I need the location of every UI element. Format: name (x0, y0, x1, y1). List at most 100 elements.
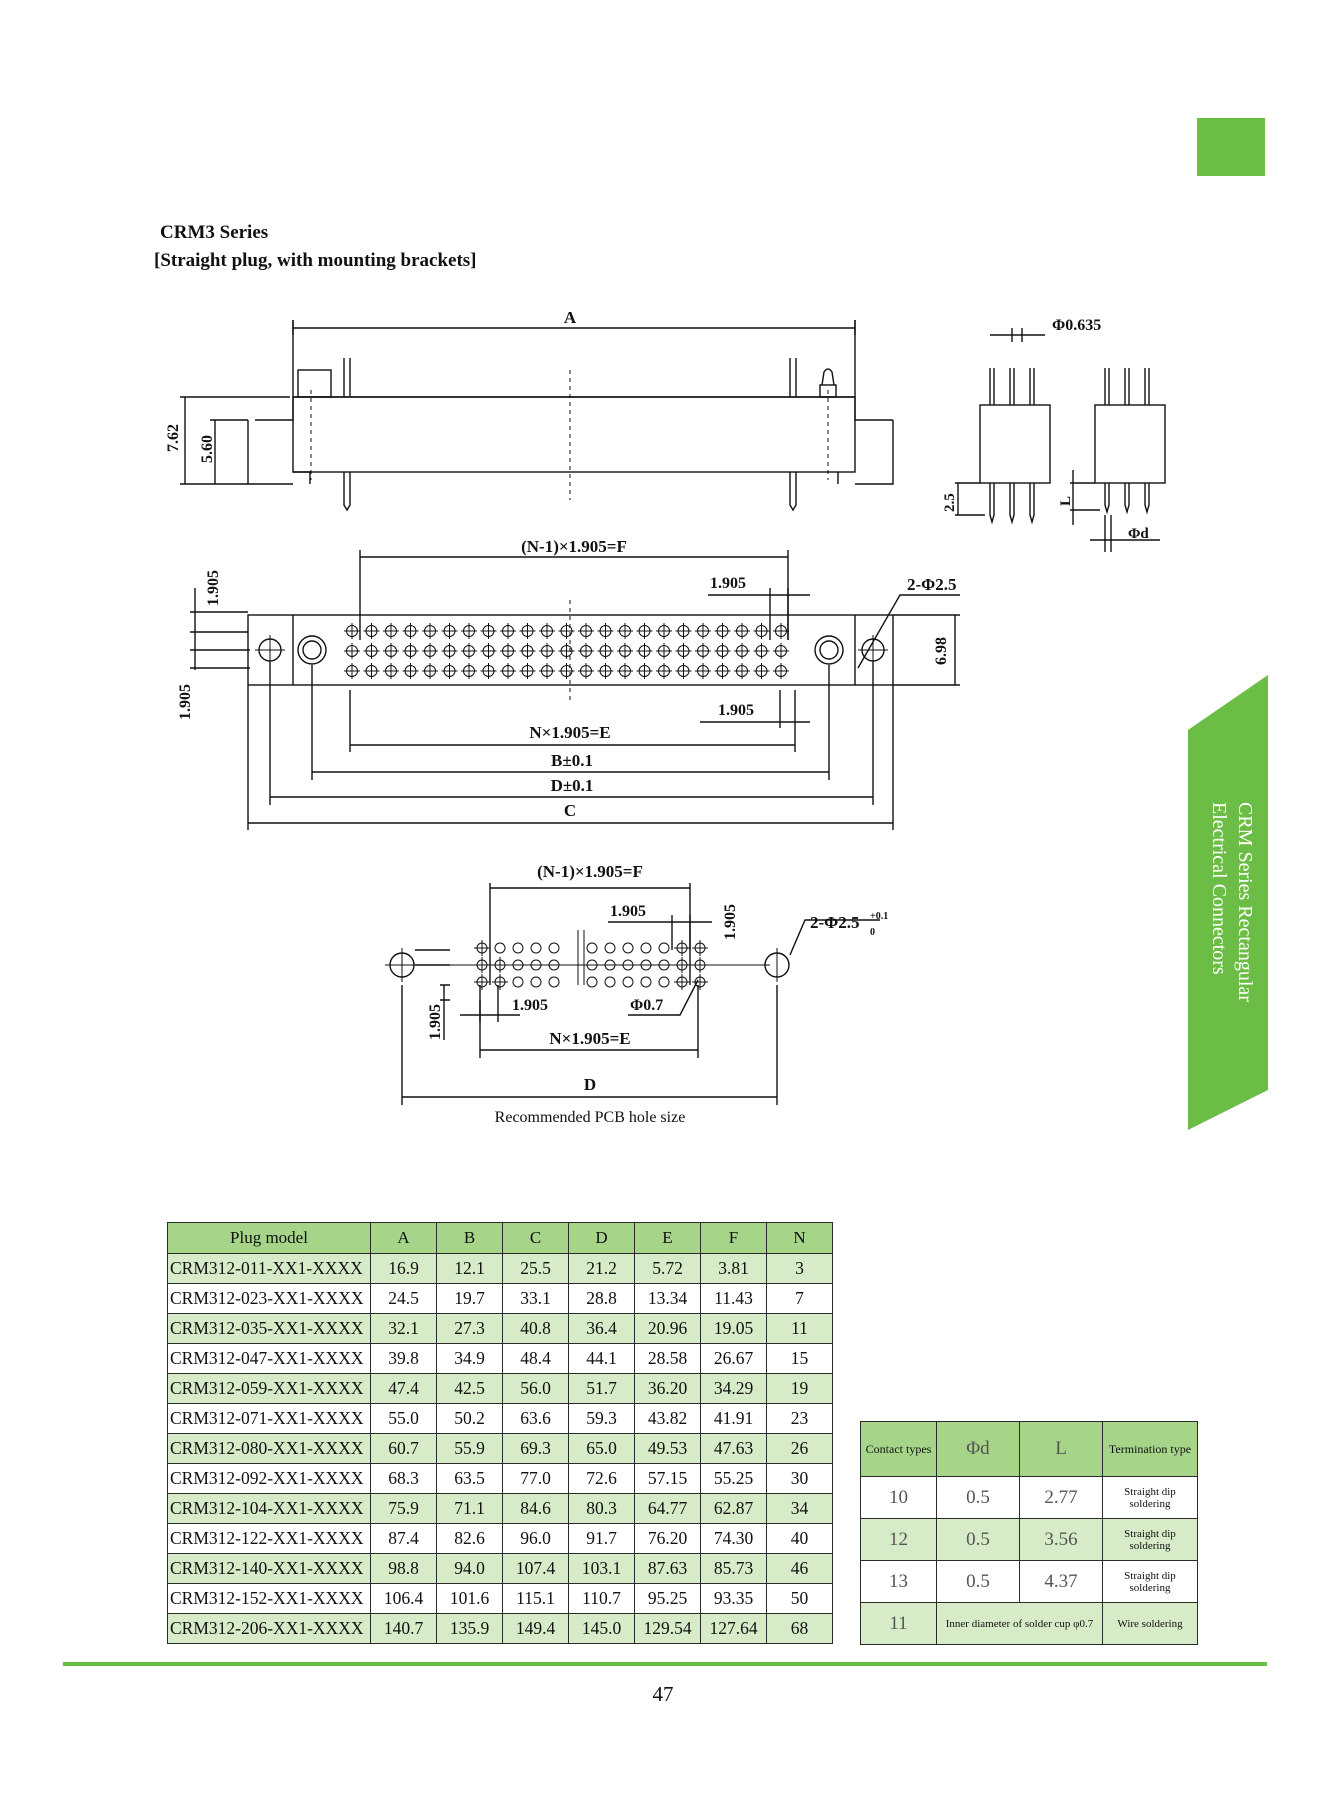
table-cell: 50.2 (436, 1403, 503, 1434)
table-cell: 69.3 (502, 1433, 569, 1464)
contact-grid (344, 623, 789, 679)
table-cell: 95.25 (634, 1583, 701, 1614)
pcb-hole (494, 942, 506, 954)
svg-text:Φ0.635: Φ0.635 (1052, 317, 1101, 334)
table-cell: 11.43 (700, 1283, 767, 1314)
table-cell: 71.1 (436, 1493, 503, 1524)
col-header: F (700, 1222, 767, 1254)
table-header-row: Contact types Φd L Termination type (860, 1421, 1198, 1477)
contact-cross (441, 623, 458, 639)
plug-model-cell: CRM312-011-XX1-XXXX (167, 1253, 371, 1284)
corner-marker (1197, 118, 1265, 176)
table-cell: 3 (766, 1253, 833, 1284)
table-cell: 34.9 (436, 1343, 503, 1374)
svg-text:Φ0.7: Φ0.7 (630, 997, 663, 1014)
pcb-hole (512, 959, 524, 971)
svg-text:2-Φ2.5: 2-Φ2.5 (810, 913, 860, 932)
svg-text:D: D (584, 1075, 596, 1094)
dimension-table: Plug model A B C D E F N CRM312-011-XX1-… (167, 1222, 833, 1644)
svg-text:0: 0 (870, 927, 875, 938)
pcb-hole (548, 959, 560, 971)
col-header: B (436, 1222, 503, 1254)
table-cell: 94.0 (436, 1553, 503, 1584)
side-tab-line1: CRM Series Rectangular (1234, 802, 1256, 1002)
table-cell: 85.73 (700, 1553, 767, 1584)
table-cell: 87.63 (634, 1553, 701, 1584)
contact-cross (617, 663, 633, 679)
contact-cross (500, 643, 516, 659)
contact-cross (441, 663, 458, 679)
table-cell: 5.72 (634, 1253, 701, 1284)
table-cell: 82.6 (436, 1523, 503, 1554)
table-cell: 55.9 (436, 1433, 503, 1464)
table-cell: 110.7 (568, 1583, 635, 1614)
table-cell: 24.5 (370, 1283, 437, 1314)
front-view: (N-1)×1.905=F 1.905 1.905 N×1.905=E B±0.… (177, 537, 960, 830)
table-cell: 0.5 (936, 1560, 1020, 1603)
table-cell: 39.8 (370, 1343, 437, 1374)
contact-cross (558, 623, 575, 639)
table-cell: 129.54 (634, 1613, 701, 1644)
table-cell: Straight dip soldering (1102, 1518, 1198, 1561)
pcb-hole (622, 942, 634, 954)
technical-drawing: A 7.62 5.60 Φ0.635 2.5 L Φd (165, 308, 1166, 1126)
contact-cross (480, 623, 497, 639)
table-cell: 77.0 (502, 1463, 569, 1494)
pcb-hole-cross (474, 940, 490, 956)
pcb-hole (586, 942, 598, 954)
table-cell: 106.4 (370, 1583, 437, 1614)
table-cell: 25.5 (502, 1253, 569, 1284)
contact-cross (734, 663, 750, 679)
contact-cross (363, 623, 380, 639)
col-header: Plug model (167, 1222, 371, 1254)
pcb-hole (548, 942, 560, 954)
table-cell: 10 (860, 1476, 937, 1519)
side-tab: CRM Series Rectangular Electrical Connec… (1190, 680, 1270, 1135)
contact-cross (636, 623, 653, 639)
contact-cross (539, 643, 555, 659)
svg-text:1.905: 1.905 (512, 997, 548, 1014)
table-cell: 103.1 (568, 1553, 635, 1584)
pcb-pattern: (N-1)×1.905=F 1.905 2-Φ2.5 +0.1 0 1.905 … (385, 862, 888, 1126)
table-cell: 13 (860, 1560, 937, 1603)
contact-cross (578, 643, 594, 659)
contact-cross (519, 643, 536, 659)
pcb-hole-cross (692, 974, 708, 990)
svg-text:2-Φ2.5: 2-Φ2.5 (907, 575, 957, 594)
table-cell: 36.20 (634, 1373, 701, 1404)
contact-cross (656, 663, 672, 679)
table-cell: 145.0 (568, 1613, 635, 1644)
table-cell: 87.4 (370, 1523, 437, 1554)
table-cell: 16.9 (370, 1253, 437, 1284)
pcb-hole (586, 976, 598, 988)
table-cell: 101.6 (436, 1583, 503, 1614)
table-cell: 140.7 (370, 1613, 437, 1644)
pcb-hole-cross (674, 957, 690, 973)
svg-text:6.98: 6.98 (933, 637, 950, 665)
table-cell: 62.87 (700, 1493, 767, 1524)
contact-cross (578, 623, 594, 639)
pcb-hole (622, 959, 634, 971)
contact-cross (363, 663, 380, 679)
pcb-hole (586, 959, 598, 971)
table-cell: 27.3 (436, 1313, 503, 1344)
contact-cross (461, 663, 477, 679)
table-cell: 12 (860, 1518, 937, 1561)
page-number: 47 (652, 1682, 674, 1706)
svg-text:1.905: 1.905 (610, 903, 646, 920)
col-header: Contact types (860, 1421, 937, 1477)
table-cell: 41.91 (700, 1403, 767, 1434)
table-cell: 2.77 (1019, 1476, 1103, 1519)
pcb-hole (658, 942, 670, 954)
pcb-hole (530, 976, 542, 988)
table-cell: 0.5 (936, 1476, 1020, 1519)
table-cell: 34.29 (700, 1373, 767, 1404)
contact-cross (753, 623, 770, 639)
contact-cross (383, 643, 399, 659)
table-cell: 26 (766, 1433, 833, 1464)
table-cell: 3.56 (1019, 1518, 1103, 1561)
svg-text:5.60: 5.60 (199, 435, 216, 463)
